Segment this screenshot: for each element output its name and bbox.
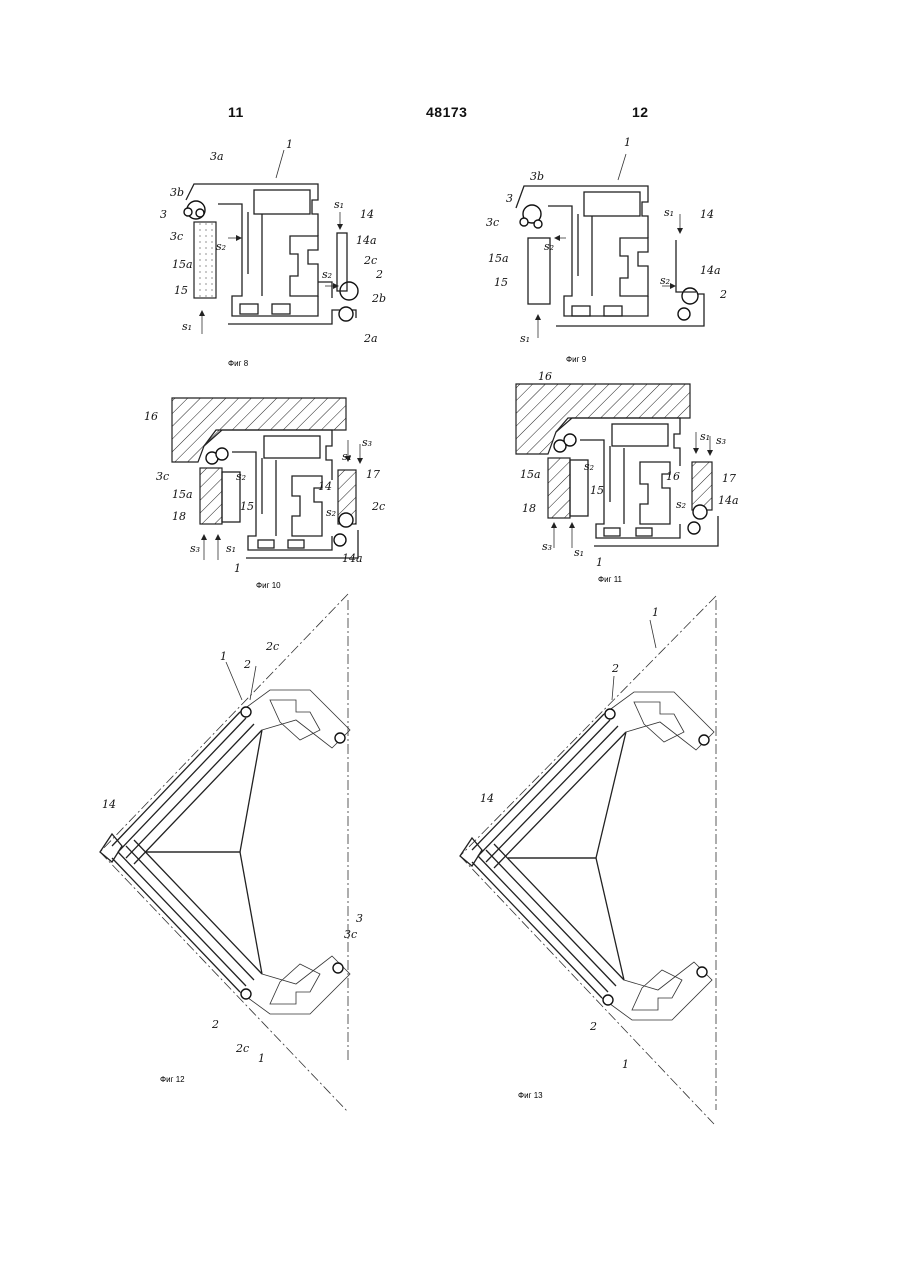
fig8-label-s1-top: s₁ bbox=[334, 198, 344, 211]
fig8-label-s2-right: s₂ bbox=[322, 268, 332, 281]
fig8-label-14a: 14a bbox=[356, 234, 377, 247]
fig11-label-1: 1 bbox=[596, 556, 603, 569]
glass-pane-15 bbox=[194, 222, 216, 298]
figure-10 bbox=[172, 398, 363, 560]
fig13-label-14: 14 bbox=[480, 792, 494, 805]
fig11-label-s2: s₂ bbox=[584, 460, 594, 473]
fig11-label-s2-right: s₂ bbox=[676, 498, 686, 511]
fig9-label-14a: 14a bbox=[700, 264, 721, 277]
fig11-label-s1-bottom: s₁ bbox=[574, 546, 584, 559]
wall-16-fig11 bbox=[516, 384, 690, 454]
figure-9-labels: 1 3b 3 3c s₂ 15a 15 s₁ s₁ 14 14a s₂ 2 bbox=[486, 136, 727, 345]
fig9-label-15a: 15a bbox=[488, 252, 509, 265]
fig12-label-1-top: 1 bbox=[220, 650, 227, 663]
fig9-label-2: 2 bbox=[719, 288, 727, 301]
figure-13-labels: 1 2 14 2 1 bbox=[480, 606, 659, 1071]
fig8-label-2b: 2b bbox=[371, 292, 386, 305]
fig10-label-s1-top: s₁ bbox=[342, 450, 352, 463]
fig11-label-16: 16 bbox=[538, 370, 552, 383]
fig11-label-18: 18 bbox=[522, 502, 536, 515]
fig11-label-14a: 14a bbox=[718, 494, 739, 507]
fig13-label-2-top: 2 bbox=[611, 662, 619, 675]
fig11-label-16-right: 16 bbox=[666, 470, 680, 483]
fig10-label-14a: 14a bbox=[342, 552, 363, 565]
fig8-label-3b: 3b bbox=[170, 186, 184, 199]
block-17-fig11 bbox=[692, 462, 712, 510]
fig8-label-15a: 15a bbox=[172, 258, 193, 271]
fig8-label-3c: 3c bbox=[170, 230, 183, 243]
fig11-label-s1-top: s₁ bbox=[700, 430, 710, 443]
fig10-label-14: 14 bbox=[318, 480, 332, 493]
fig13-caption: Фиг 13 bbox=[518, 1091, 543, 1100]
fig9-label-3: 3 bbox=[506, 192, 513, 205]
fig10-label-16: 16 bbox=[144, 410, 158, 423]
fig11-label-s3-top: s₃ bbox=[716, 434, 726, 447]
fig10-label-2c: 2c bbox=[371, 500, 385, 513]
fig12-label-14: 14 bbox=[102, 798, 116, 811]
fig12-caption: Фиг 12 bbox=[160, 1075, 185, 1084]
fig10-label-s2: s₂ bbox=[236, 470, 246, 483]
fig8-label-s1-bottom: s₁ bbox=[182, 320, 192, 333]
fig9-label-s1-bottom: s₁ bbox=[520, 332, 530, 345]
fig10-label-18: 18 bbox=[172, 510, 186, 523]
fig10-label-3c: 3c bbox=[156, 470, 169, 483]
fig10-label-1: 1 bbox=[234, 562, 241, 575]
fig11-caption: Фиг 11 bbox=[598, 575, 623, 584]
fig10-label-s2-right: s₂ bbox=[326, 506, 336, 519]
fig10-label-s3-bottom: s₃ bbox=[190, 542, 200, 555]
fig9-label-s1-top: s₁ bbox=[664, 206, 674, 219]
fig12-label-2-bottom: 2 bbox=[211, 1018, 219, 1031]
fig10-label-s1-bottom: s₁ bbox=[226, 542, 236, 555]
fig10-label-15: 15 bbox=[240, 500, 254, 513]
fig8-label-1: 1 bbox=[286, 138, 293, 151]
fig10-label-17: 17 bbox=[366, 468, 380, 481]
fig9-label-15: 15 bbox=[494, 276, 508, 289]
figure-12 bbox=[100, 594, 350, 1112]
fig11-label-17: 17 bbox=[722, 472, 736, 485]
fig9-label-14: 14 bbox=[700, 208, 714, 221]
fig9-label-s2: s₂ bbox=[544, 240, 554, 253]
fig13-label-2-bottom: 2 bbox=[589, 1020, 597, 1033]
fig8-label-2: 2 bbox=[375, 268, 383, 281]
fig13-label-1-bottom: 1 bbox=[622, 1058, 629, 1071]
fig9-label-1: 1 bbox=[624, 136, 631, 149]
fig8-label-s2: s₂ bbox=[216, 240, 226, 253]
block-18-fig10 bbox=[200, 468, 222, 524]
fig8-label-2a: 2a bbox=[363, 332, 378, 345]
fig11-label-s3-bottom: s₃ bbox=[542, 540, 552, 553]
fig12-label-2c-top: 2c bbox=[265, 640, 279, 653]
fig9-label-3b: 3b bbox=[530, 170, 544, 183]
fig9-label-s2-right: s₂ bbox=[660, 274, 670, 287]
fig10-label-15a: 15a bbox=[172, 488, 193, 501]
fig8-caption: Фиг 8 bbox=[228, 359, 249, 368]
fig8-label-3a: 3a bbox=[210, 150, 224, 163]
fig8-label-3: 3 bbox=[160, 208, 167, 221]
fig10-label-s3-top: s₃ bbox=[362, 436, 372, 449]
fig8-label-2c: 2c bbox=[363, 254, 377, 267]
fig8-label-14: 14 bbox=[360, 208, 374, 221]
fig11-label-15a: 15a bbox=[520, 468, 541, 481]
fig12-label-2-top: 2 bbox=[243, 658, 251, 671]
figure-11 bbox=[516, 384, 718, 548]
fig12-label-2c-bottom: 2c bbox=[235, 1042, 249, 1055]
fig12-label-3c: 3c bbox=[344, 928, 357, 941]
figure-13 bbox=[460, 596, 716, 1124]
fig12-label-3: 3 bbox=[356, 912, 363, 925]
fig11-label-15: 15 bbox=[590, 484, 604, 497]
fig9-label-3c: 3c bbox=[486, 216, 499, 229]
fig12-label-1-bottom: 1 bbox=[258, 1052, 265, 1065]
fig9-caption: Фиг 9 bbox=[566, 355, 587, 364]
fig8-label-15: 15 bbox=[174, 284, 188, 297]
block-18-fig11 bbox=[548, 458, 570, 518]
fig13-label-1-top: 1 bbox=[652, 606, 659, 619]
fig10-caption: Фиг 10 bbox=[256, 581, 281, 590]
figure-8 bbox=[184, 150, 358, 334]
